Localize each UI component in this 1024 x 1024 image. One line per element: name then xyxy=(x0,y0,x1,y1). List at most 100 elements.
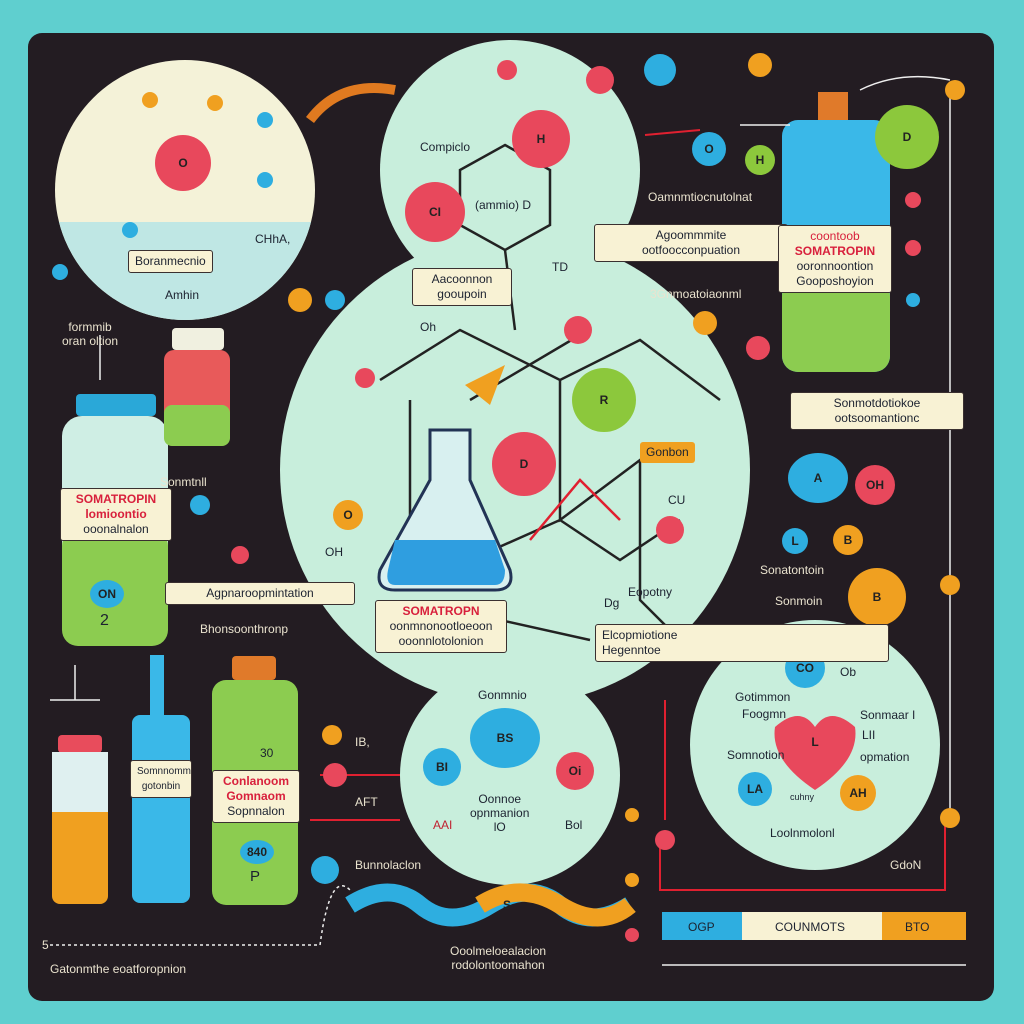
bottom-center-circle xyxy=(400,665,620,885)
bottle-line2: Gooposhoyion xyxy=(796,274,874,288)
line2: rodolontoomahon xyxy=(451,958,545,972)
atom-h-right: H xyxy=(745,145,775,175)
top-left-sub: Amhin xyxy=(165,288,200,302)
atom-bs: BS xyxy=(470,708,540,768)
bottom-center-caption: Ooolmeloealacion rodolontoomahon xyxy=(450,944,546,972)
bottom-center-title: Gonmnio xyxy=(478,688,527,702)
br-a2: Foogmn xyxy=(742,707,787,721)
bun-label: Bunnolaclon xyxy=(355,858,422,872)
scale-label-3: BTO xyxy=(905,920,930,934)
aft-label: AFT xyxy=(355,795,378,809)
bottle-line: ooonalnalon xyxy=(83,522,149,536)
line3: lO xyxy=(493,820,506,834)
center-top-label: Aacoonnon gooupoin xyxy=(412,268,512,306)
top-right-sub: 3Gnmoatoiaonml xyxy=(650,287,742,301)
bottle-right-label: coontoob SOMATROPIN ooronnoontion Goopos… xyxy=(778,225,892,293)
right-mid-label: Sonmotdotiokoe ootsoomantionc xyxy=(790,392,964,430)
br-a6: opmation xyxy=(860,750,910,764)
left-arrow-label: formmib oran oltion xyxy=(62,320,118,348)
line1: oonmnonootloeoon xyxy=(389,619,493,633)
line2: ooonnlotolonion xyxy=(398,634,484,648)
atom-o-right: O xyxy=(692,132,726,166)
center-somatropin-label: SOMATROPN oonmnonootloeoon ooonnlotoloni… xyxy=(375,600,507,653)
line1: formmib xyxy=(68,320,112,334)
bottle2-label: Somnnomm gotonbin xyxy=(130,760,192,798)
five-label: 5 xyxy=(42,938,49,952)
oh-label: Oh xyxy=(420,320,437,334)
atom-r: R xyxy=(572,368,636,432)
oh2-label: OH xyxy=(325,545,343,559)
ep-label: Eopotny xyxy=(628,585,673,599)
atom-d-right: D xyxy=(875,105,939,169)
orange-cone-icon xyxy=(465,365,505,405)
vial-left xyxy=(164,328,230,446)
line2: Hegenntoe xyxy=(602,643,661,657)
db-label: Dg xyxy=(604,596,620,610)
bottle-line1: ooronnoontion xyxy=(796,259,874,273)
title: SOMATROPN xyxy=(402,604,480,618)
atom-ah: AH xyxy=(840,775,876,811)
atom-o-top-left: O xyxy=(155,135,211,191)
br-small: cuhny xyxy=(790,792,815,802)
bottle-title: SOMATROPIN xyxy=(75,492,157,506)
br-a4: Sonmaar I xyxy=(860,708,916,722)
bottle-left xyxy=(62,394,168,646)
line2: Gomnaom xyxy=(226,789,286,803)
line2: oran oltion xyxy=(62,334,119,348)
bottle3-p: P xyxy=(250,868,261,885)
line2: gotonbin xyxy=(141,781,181,792)
atom-la: LA xyxy=(738,772,772,806)
aai-label: AAI xyxy=(433,818,453,832)
scale-label-1: OGP xyxy=(688,920,715,934)
line1: Elcopmiotione xyxy=(602,628,678,642)
atom-d-center: D xyxy=(492,432,556,496)
br-a3: Somnotion xyxy=(727,748,785,762)
heart-icon xyxy=(774,716,856,790)
atom-b2: B xyxy=(848,568,906,626)
atom-l: L xyxy=(782,528,808,554)
top-left-chem: CHhA, xyxy=(255,232,291,246)
bottle3-label: Conlanoom Gomnaom Sopnnalon xyxy=(212,770,300,823)
scale-label-2: COUNMOTS xyxy=(775,920,845,934)
label-line2: ootfoocconpuation xyxy=(641,243,741,257)
left-bottle-label: SOMATROPIN lomioontio ooonalnalon xyxy=(60,488,172,541)
scale-bar xyxy=(662,912,966,966)
right-mid-name1: Sonatontoin xyxy=(760,563,825,577)
atom-balls xyxy=(52,53,965,942)
atom-o-orange: O xyxy=(333,500,363,530)
bottle-sub: lomioontio xyxy=(85,507,147,521)
br-a5: LII xyxy=(862,728,876,742)
atom-cu: OH xyxy=(855,465,895,505)
bottle-number: 2 xyxy=(100,612,109,629)
label-line1: Agoommmite xyxy=(655,228,727,242)
td-label: TD xyxy=(552,260,568,274)
top-left-label: Boranmecnio xyxy=(128,250,213,273)
center-right-box: Elcopmiotione Hegenntoe xyxy=(595,624,889,662)
line3: Sopnnalon xyxy=(227,804,285,818)
label-line2: ootsoomantionc xyxy=(834,411,920,425)
orange-arrow xyxy=(306,83,396,124)
line1: Somnnomm xyxy=(137,766,191,777)
atom-cl: CI xyxy=(405,182,465,242)
bottle-ball: ON xyxy=(90,580,124,608)
line2: opnmanion xyxy=(470,806,530,820)
bottle3-ball: 840 xyxy=(240,840,274,864)
right-mid-name2: Sonmoin xyxy=(775,594,823,608)
br-a1: Gotimmon xyxy=(735,690,791,704)
heart-label: L xyxy=(811,735,819,749)
br-a7: Loolnmolonl xyxy=(770,826,835,840)
atom-h: H xyxy=(512,110,570,168)
ib-label: IB, xyxy=(355,735,370,749)
atom-bi: BI xyxy=(423,748,461,786)
atom-oi: Oi xyxy=(556,752,594,790)
hex-label: (ammio) D xyxy=(475,198,531,212)
bottom-left-caption: Gatonmthe eoatforopnion xyxy=(50,962,187,976)
bottom-center-text: Oonnoe opnmanion lO xyxy=(470,792,529,834)
bol-label: Bol xyxy=(565,818,583,832)
center-top-title: Compiclo xyxy=(420,140,471,154)
bottle-top-text: coontoob xyxy=(810,229,860,243)
bottle-title: SOMATROPIN xyxy=(794,244,876,258)
bottle3-top: 30 xyxy=(260,746,274,760)
atom-b: B xyxy=(833,525,863,555)
